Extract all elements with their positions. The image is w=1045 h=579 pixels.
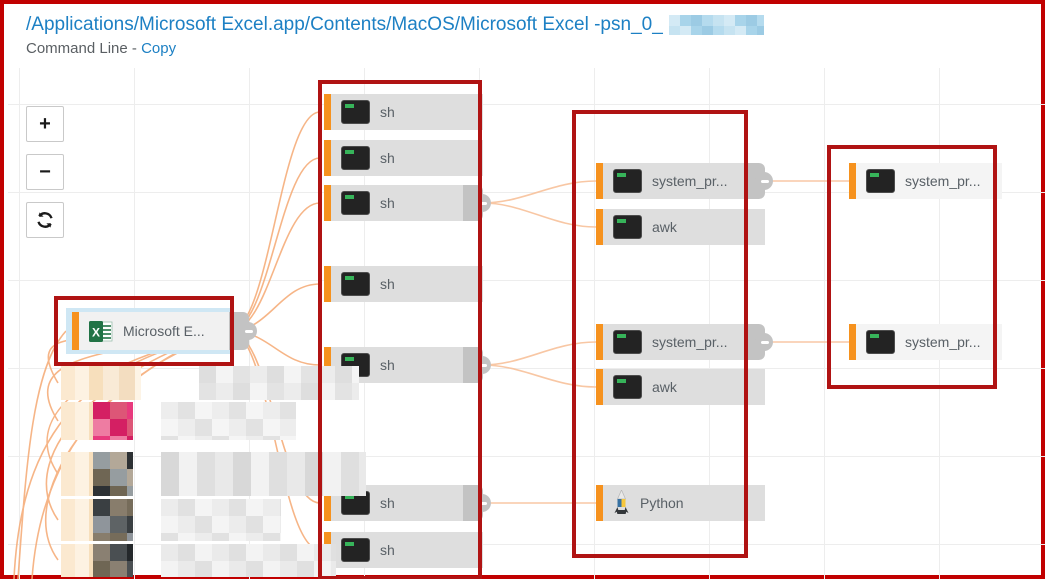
process-label: system_pr...: [905, 173, 981, 189]
expand-handle[interactable]: [463, 185, 491, 221]
process-node-redacted-3[interactable]: [61, 452, 366, 496]
zoom-out-button[interactable]: −: [26, 154, 64, 190]
process-node-redacted-1[interactable]: [61, 366, 359, 400]
process-node-sh-6[interactable]: sh: [324, 485, 491, 521]
process-label: system_pr...: [905, 334, 981, 350]
process-accent-bar: [596, 324, 603, 360]
process-accent-bar: [72, 312, 79, 350]
redacted-process-label: [161, 402, 296, 440]
terminal-icon: [613, 215, 642, 239]
zoom-panel: + −: [26, 106, 64, 250]
redacted-process-label: [161, 452, 366, 496]
redacted-process-icon: [93, 544, 133, 577]
redacted-process-icon: [93, 499, 133, 541]
process-label: sh: [380, 150, 395, 166]
terminal-icon: [613, 169, 642, 193]
terminal-icon: [613, 375, 642, 399]
process-accent-bar: [324, 485, 331, 521]
process-node-system-profiler-4[interactable]: system_pr...: [849, 324, 1002, 360]
process-node-python[interactable]: Python: [596, 485, 765, 521]
redacted-accent-strip: [61, 499, 93, 541]
redacted-accent-strip: [61, 402, 93, 440]
terminal-icon: [341, 146, 370, 170]
minus-icon: −: [39, 160, 51, 183]
terminal-icon: [866, 169, 895, 193]
process-node-redacted-2[interactable]: [61, 402, 296, 440]
process-node-root[interactable]: X Microsoft E...: [72, 312, 257, 350]
terminal-icon: [341, 191, 370, 215]
process-label: system_pr...: [652, 334, 728, 350]
copy-link[interactable]: Copy: [141, 40, 177, 57]
process-accent-bar: [596, 163, 603, 199]
command-line-title: /Applications/Microsoft Excel.app/Conten…: [26, 14, 663, 35]
redacted-process-label: [161, 544, 336, 577]
process-node-sh-4[interactable]: sh: [324, 266, 483, 302]
process-label: awk: [652, 379, 677, 395]
process-label: sh: [380, 495, 395, 511]
process-accent-bar: [324, 140, 331, 176]
redacted-process-icon: [103, 366, 141, 400]
process-label: sh: [380, 195, 395, 211]
process-accent-bar: [596, 209, 603, 245]
process-accent-bar: [849, 163, 856, 199]
process-node-system-profiler-1[interactable]: system_pr...: [596, 163, 773, 199]
process-label: awk: [652, 219, 677, 235]
process-tree-canvas[interactable]: + − X: [8, 68, 1045, 579]
process-node-sh-2[interactable]: sh: [324, 140, 483, 176]
terminal-icon: [866, 330, 895, 354]
plus-icon: +: [39, 112, 51, 135]
redacted-accent-strip: [61, 452, 93, 496]
process-label: Microsoft E...: [123, 323, 205, 339]
process-label: sh: [380, 104, 395, 120]
process-label: sh: [380, 542, 395, 558]
terminal-icon: [341, 538, 370, 562]
process-node-redacted-4[interactable]: [61, 499, 281, 541]
process-label: sh: [380, 276, 395, 292]
process-accent-bar: [596, 369, 603, 405]
process-node-awk-1[interactable]: awk: [596, 209, 765, 245]
expand-handle[interactable]: [463, 347, 491, 383]
refresh-button[interactable]: [26, 202, 64, 238]
svg-text:X: X: [92, 325, 100, 339]
redacted-accent-strip: [61, 544, 93, 577]
redacted-process-label: [199, 366, 359, 400]
process-label: sh: [380, 357, 395, 373]
redacted-accent-strip: [61, 366, 103, 400]
process-node-redacted-5[interactable]: [61, 544, 336, 577]
process-node-sh-1[interactable]: sh: [324, 94, 483, 130]
expand-handle[interactable]: [745, 324, 773, 360]
process-node-system-profiler-2[interactable]: system_pr...: [596, 324, 773, 360]
process-node-system-profiler-3[interactable]: system_pr...: [849, 163, 1002, 199]
excel-icon: X: [89, 320, 113, 342]
command-line-label: Command Line -: [26, 40, 137, 57]
process-accent-bar: [324, 185, 331, 221]
zoom-in-button[interactable]: +: [26, 106, 64, 142]
process-node-sh-3[interactable]: sh: [324, 185, 491, 221]
process-accent-bar: [324, 347, 331, 383]
terminal-icon: [341, 100, 370, 124]
expand-handle[interactable]: [229, 312, 257, 350]
redacted-process-label: [161, 499, 281, 541]
expand-handle[interactable]: [463, 485, 491, 521]
process-label: system_pr...: [652, 173, 728, 189]
terminal-icon: [613, 330, 642, 354]
redacted-process-icon: [93, 402, 133, 440]
expand-handle[interactable]: [745, 163, 773, 199]
process-accent-bar: [849, 324, 856, 360]
header: /Applications/Microsoft Excel.app/Conten…: [8, 8, 1037, 68]
process-label: Python: [640, 495, 684, 511]
process-accent-bar: [324, 94, 331, 130]
process-accent-bar: [596, 485, 603, 521]
terminal-icon: [341, 272, 370, 296]
refresh-icon: [37, 212, 53, 228]
python-rocket-icon: [614, 490, 629, 514]
process-node-awk-2[interactable]: awk: [596, 369, 765, 405]
title-redaction-blur: [668, 15, 764, 35]
process-accent-bar: [324, 266, 331, 302]
redacted-process-icon: [93, 452, 133, 496]
process-node-sh-7[interactable]: sh: [324, 532, 483, 568]
